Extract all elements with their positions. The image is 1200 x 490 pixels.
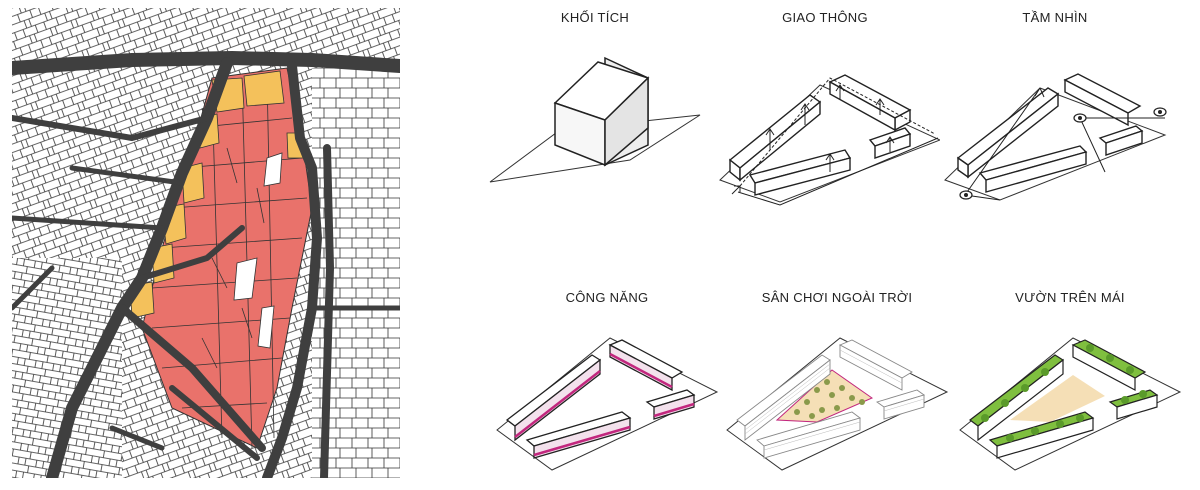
cong-nang-svg (496, 337, 719, 471)
courtyard (1010, 375, 1105, 422)
vuon-tren-mai-svg (959, 337, 1182, 471)
view-lines (964, 87, 1165, 201)
mass-right-face (604, 76, 649, 167)
roof-trees (981, 344, 1147, 442)
building-bars-light (736, 339, 926, 459)
trees (794, 379, 865, 419)
site-voids (233, 152, 283, 349)
building-bars (505, 339, 696, 459)
road-west-1 (9, 115, 210, 141)
building-bars (956, 73, 1144, 193)
road-north (5, 51, 407, 75)
building-bars (728, 74, 912, 196)
diagram-cong-nang: CÔNG NĂNG (492, 290, 722, 490)
facade-lines (744, 349, 925, 451)
diagram-title: CÔNG NĂNG (565, 290, 649, 305)
diagram-tam-nhin: TẦM NHÌN (940, 10, 1170, 210)
site-plan-svg (5, 8, 407, 484)
road-south-lane (169, 385, 260, 461)
road-west-4 (9, 265, 55, 311)
road-network (5, 51, 407, 484)
road-west-2 (69, 165, 185, 186)
khoi-tich-svg (489, 56, 701, 183)
diagram-title: TẦM NHÌN (1022, 10, 1088, 25)
road-sw-lane (109, 425, 165, 451)
diagram-vuon-tren-mai: VƯỜN TRÊN MÁI (955, 290, 1185, 490)
diagram-title: KHỐI TÍCH (560, 10, 630, 25)
diagram-khoi-tich: KHỐI TÍCH (480, 10, 710, 210)
road-east (262, 61, 322, 483)
circulation-arrows (731, 77, 939, 206)
diagram-title: SÂN CHƠI NGOÀI TRỜI (761, 290, 913, 305)
diagram-giao-thong: GIAO THÔNG (710, 10, 940, 210)
tam-nhin-svg (944, 73, 1167, 201)
site-plan-map (5, 8, 407, 484)
eye-icons (959, 107, 1167, 200)
diagram-title: VƯỜN TRÊN MÁI (1015, 290, 1125, 305)
road-west-3 (9, 215, 165, 231)
site-block (129, 67, 313, 449)
san-choi-svg (726, 337, 949, 471)
diagram-san-choi: SÂN CHƠI NGOÀI TRỜI (722, 290, 952, 490)
diagram-title: GIAO THÔNG (782, 10, 868, 25)
road-inner-lane (139, 225, 245, 281)
giao-thong-svg (719, 74, 940, 206)
road-far-east (320, 144, 334, 482)
road-inner-south (118, 304, 266, 452)
